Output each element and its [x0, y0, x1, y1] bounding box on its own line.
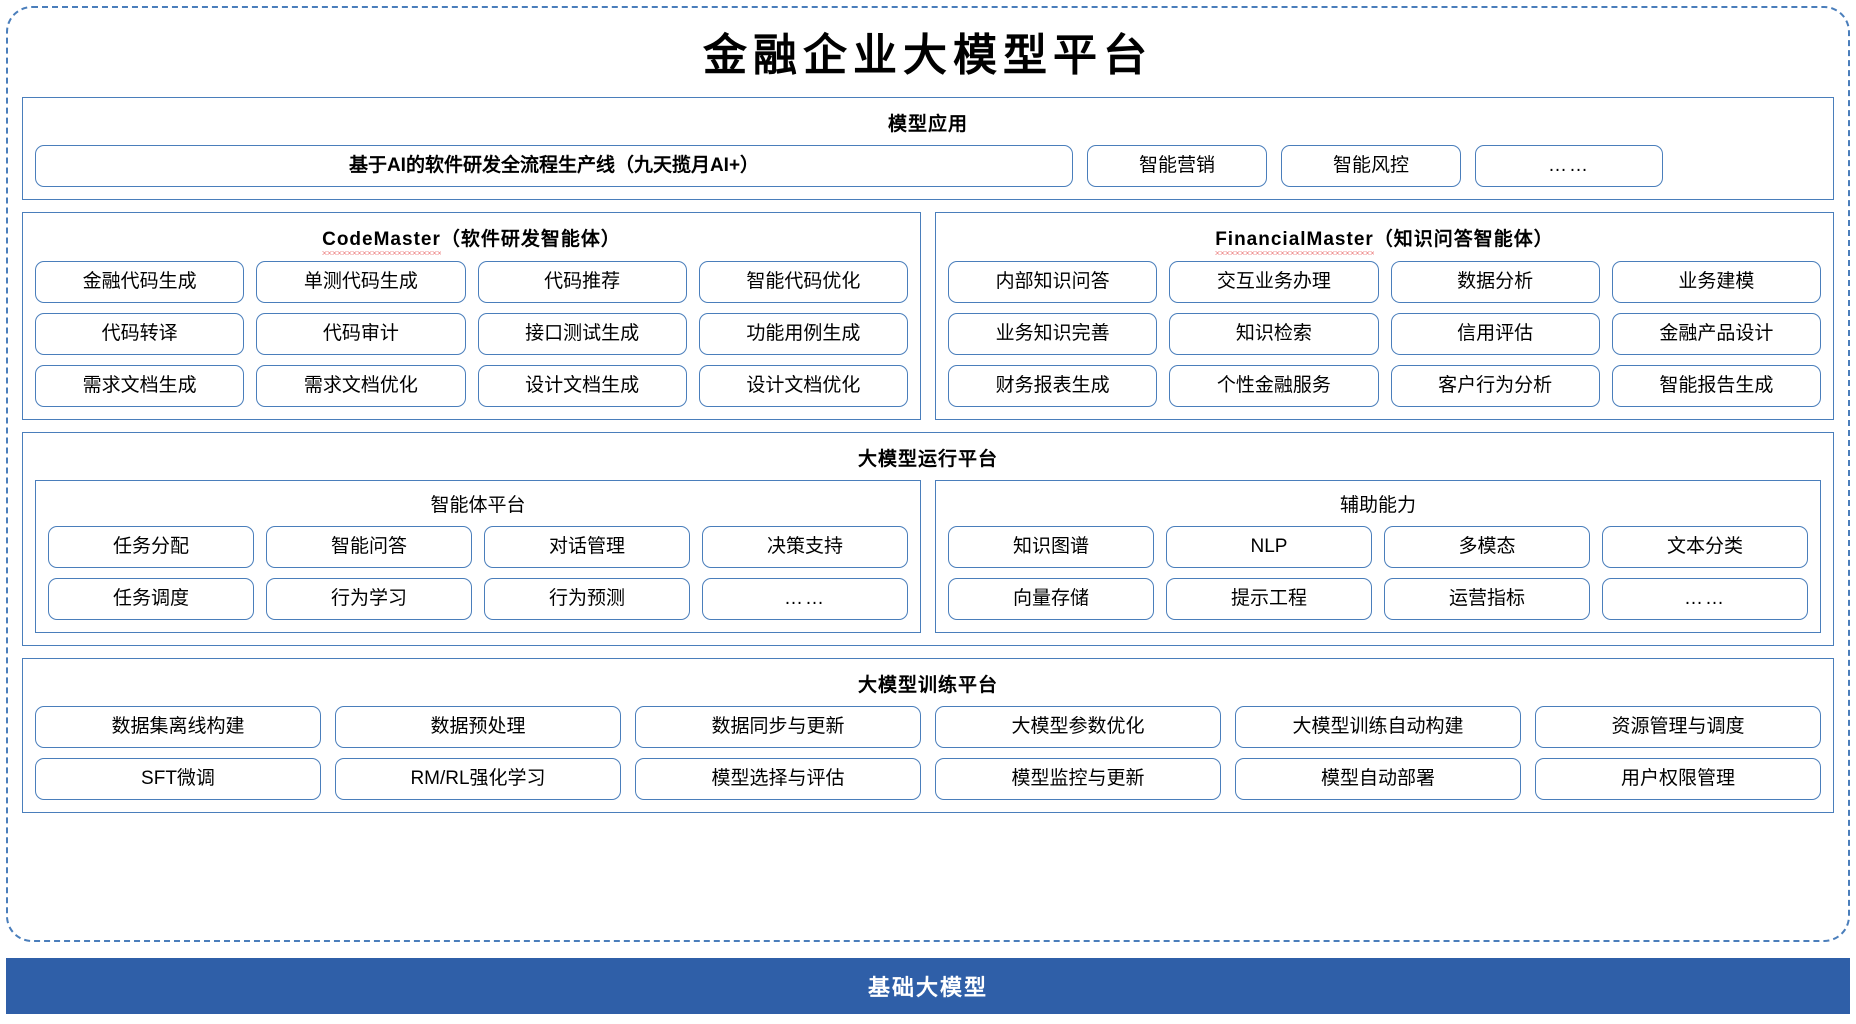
training-card-10[interactable]: 模型监控与更新 [935, 758, 1221, 800]
financialmaster-card-11[interactable]: 客户行为分析 [1390, 365, 1600, 407]
training-card-4[interactable]: 大模型参数优化 [935, 706, 1221, 748]
section-title-training-platform: 大模型训练平台 [857, 675, 998, 696]
agent-name-codemaster: CodeMaster [322, 229, 441, 255]
auxiliary-card-2[interactable]: NLP [1166, 526, 1372, 568]
subpanel-agent-platform: 智能体平台 任务分配 智能问答 对话管理 决策支持 任务调度 行为学习 行为预测… [35, 480, 921, 633]
agent-platform-card-2[interactable]: 智能问答 [266, 526, 472, 568]
app-card-smart-marketing[interactable]: 智能营销 [1087, 145, 1267, 187]
base-model-label: 基础大模型 [867, 975, 988, 1000]
agent-subtitle-codemaster: （软件研发智能体） [440, 229, 621, 250]
codemaster-card-12[interactable]: 设计文档优化 [698, 365, 908, 407]
codemaster-card-7[interactable]: 接口测试生成 [477, 313, 687, 355]
agent-card-grid-financialmaster: 内部知识问答 交互业务办理 数据分析 业务建模 业务知识完善 知识检索 信用评估… [948, 261, 1821, 407]
model-application-card-row: 基于AI的软件研发全流程生产线（九天揽月AI+） 智能营销 智能风控 …… [35, 145, 1821, 187]
auxiliary-card-more[interactable]: …… [1602, 578, 1808, 620]
subpanel-title-auxiliary-capability: 辅助能力 [1339, 495, 1416, 516]
section-model-application: 模型应用 基于AI的软件研发全流程生产线（九天揽月AI+） 智能营销 智能风控 … [22, 97, 1834, 200]
outer-dashed-frame: 金融企业大模型平台 模型应用 基于AI的软件研发全流程生产线（九天揽月AI+） … [6, 6, 1850, 942]
app-card-smart-risk-control[interactable]: 智能风控 [1281, 145, 1461, 187]
base-model-bar: 基础大模型 [6, 958, 1850, 1014]
auxiliary-card-1[interactable]: 知识图谱 [948, 526, 1154, 568]
auxiliary-card-7[interactable]: 运营指标 [1384, 578, 1590, 620]
agent-platform-card-3[interactable]: 对话管理 [484, 526, 690, 568]
training-card-9[interactable]: 模型选择与评估 [635, 758, 921, 800]
agent-subtitle-financialmaster: （知识问答智能体） [1373, 229, 1554, 250]
training-card-5[interactable]: 大模型训练自动构建 [1235, 706, 1521, 748]
financialmaster-card-3[interactable]: 数据分析 [1390, 261, 1600, 303]
codemaster-card-10[interactable]: 需求文档优化 [256, 365, 466, 407]
codemaster-card-2[interactable]: 单测代码生成 [256, 261, 466, 303]
financialmaster-card-2[interactable]: 交互业务办理 [1169, 261, 1379, 303]
financialmaster-card-10[interactable]: 个性金融服务 [1169, 365, 1379, 407]
training-card-6[interactable]: 资源管理与调度 [1535, 706, 1821, 748]
agents-row: CodeMaster（软件研发智能体） 金融代码生成 单测代码生成 代码推荐 智… [22, 212, 1834, 420]
agent-name-financialmaster: FinancialMaster [1215, 229, 1374, 255]
auxiliary-card-5[interactable]: 向量存储 [948, 578, 1154, 620]
training-card-7[interactable]: SFT微调 [35, 758, 321, 800]
auxiliary-card-3[interactable]: 多模态 [1384, 526, 1590, 568]
section-runtime-platform: 大模型运行平台 智能体平台 任务分配 智能问答 对话管理 决策支持 任务调度 行… [22, 432, 1834, 646]
auxiliary-card-4[interactable]: 文本分类 [1602, 526, 1808, 568]
agent-platform-card-7[interactable]: 行为预测 [484, 578, 690, 620]
agent-card-grid-codemaster: 金融代码生成 单测代码生成 代码推荐 智能代码优化 代码转译 代码审计 接口测试… [35, 261, 908, 407]
codemaster-card-3[interactable]: 代码推荐 [477, 261, 687, 303]
agent-platform-card-grid: 任务分配 智能问答 对话管理 决策支持 任务调度 行为学习 行为预测 …… [48, 526, 908, 620]
section-title-model-application: 模型应用 [887, 114, 968, 135]
financialmaster-card-8[interactable]: 金融产品设计 [1611, 313, 1821, 355]
codemaster-card-4[interactable]: 智能代码优化 [698, 261, 908, 303]
agent-platform-card-5[interactable]: 任务调度 [48, 578, 254, 620]
agent-platform-card-4[interactable]: 决策支持 [702, 526, 908, 568]
agent-platform-card-6[interactable]: 行为学习 [266, 578, 472, 620]
subpanel-title-agent-platform: 智能体平台 [430, 495, 526, 516]
financialmaster-card-1[interactable]: 内部知识问答 [948, 261, 1158, 303]
runtime-subpanel-row: 智能体平台 任务分配 智能问答 对话管理 决策支持 任务调度 行为学习 行为预测… [35, 480, 1821, 633]
agent-title-codemaster: CodeMaster（软件研发智能体） [35, 224, 908, 255]
auxiliary-capability-card-grid: 知识图谱 NLP 多模态 文本分类 向量存储 提示工程 运营指标 …… [948, 526, 1808, 620]
financialmaster-card-5[interactable]: 业务知识完善 [948, 313, 1158, 355]
page-title: 金融企业大模型平台 [703, 31, 1153, 80]
app-card-ai-pipeline[interactable]: 基于AI的软件研发全流程生产线（九天揽月AI+） [35, 145, 1073, 187]
codemaster-card-6[interactable]: 代码审计 [256, 313, 466, 355]
codemaster-card-8[interactable]: 功能用例生成 [698, 313, 908, 355]
financialmaster-card-9[interactable]: 财务报表生成 [948, 365, 1158, 407]
codemaster-card-5[interactable]: 代码转译 [35, 313, 245, 355]
subpanel-auxiliary-capability: 辅助能力 知识图谱 NLP 多模态 文本分类 向量存储 提示工程 运营指标 …… [935, 480, 1821, 633]
training-card-3[interactable]: 数据同步与更新 [635, 706, 921, 748]
training-card-11[interactable]: 模型自动部署 [1235, 758, 1521, 800]
section-title-runtime-platform: 大模型运行平台 [857, 449, 998, 470]
codemaster-card-1[interactable]: 金融代码生成 [35, 261, 245, 303]
training-card-12[interactable]: 用户权限管理 [1535, 758, 1821, 800]
app-card-more[interactable]: …… [1475, 145, 1663, 187]
training-card-2[interactable]: 数据预处理 [335, 706, 621, 748]
agent-platform-card-more[interactable]: …… [702, 578, 908, 620]
financialmaster-card-12[interactable]: 智能报告生成 [1611, 365, 1821, 407]
auxiliary-card-6[interactable]: 提示工程 [1166, 578, 1372, 620]
training-card-8[interactable]: RM/RL强化学习 [335, 758, 621, 800]
financialmaster-card-4[interactable]: 业务建模 [1611, 261, 1821, 303]
agent-panel-financialmaster: FinancialMaster（知识问答智能体） 内部知识问答 交互业务办理 数… [935, 212, 1834, 420]
agent-panel-codemaster: CodeMaster（软件研发智能体） 金融代码生成 单测代码生成 代码推荐 智… [22, 212, 921, 420]
agent-title-financialmaster: FinancialMaster（知识问答智能体） [948, 224, 1821, 255]
codemaster-card-11[interactable]: 设计文档生成 [477, 365, 687, 407]
training-card-1[interactable]: 数据集离线构建 [35, 706, 321, 748]
agent-platform-card-1[interactable]: 任务分配 [48, 526, 254, 568]
codemaster-card-9[interactable]: 需求文档生成 [35, 365, 245, 407]
section-training-platform: 大模型训练平台 数据集离线构建 数据预处理 数据同步与更新 大模型参数优化 大模… [22, 658, 1834, 813]
financialmaster-card-7[interactable]: 信用评估 [1390, 313, 1600, 355]
training-platform-card-grid: 数据集离线构建 数据预处理 数据同步与更新 大模型参数优化 大模型训练自动构建 … [35, 706, 1821, 800]
financialmaster-card-6[interactable]: 知识检索 [1169, 313, 1379, 355]
